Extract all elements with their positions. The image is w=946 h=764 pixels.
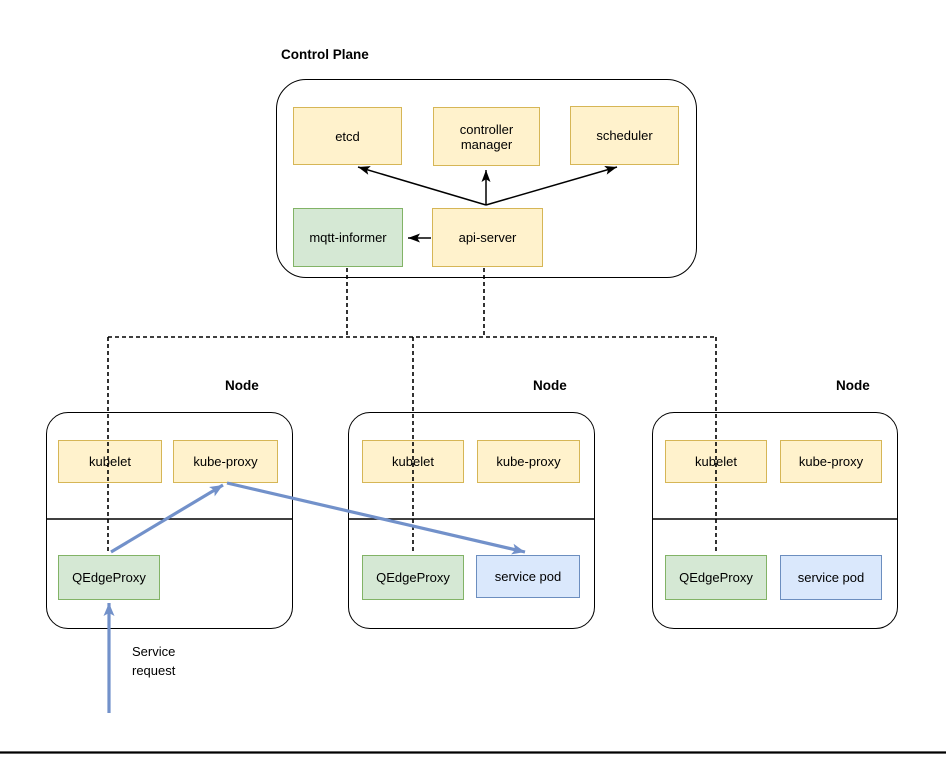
control-plane-title: Control Plane (281, 47, 369, 62)
node-1-kube-proxy-box: kube-proxy (173, 440, 278, 483)
mqtt-informer-box: mqtt-informer (293, 208, 403, 267)
node-2-kube-proxy-box: kube-proxy (477, 440, 580, 483)
node-2-service-pod-box: service pod (476, 555, 580, 598)
node-1-kubelet-box: kubelet (58, 440, 162, 483)
api-server-box: api-server (432, 208, 543, 267)
service-request-label: Service request (132, 644, 176, 678)
etcd-box: etcd (293, 107, 402, 165)
controller-manager-box: controller manager (433, 107, 540, 166)
control-plane-container (276, 79, 697, 278)
node-3-service-pod-box: service pod (780, 555, 882, 600)
node-1-label: Node (225, 378, 259, 393)
node-2-qedgeproxy-box: QEdgeProxy (362, 555, 464, 600)
node-3-kube-proxy-box: kube-proxy (780, 440, 882, 483)
node-3-container (652, 412, 898, 629)
node-2-kubelet-box: kubelet (362, 440, 464, 483)
scheduler-box: scheduler (570, 106, 679, 165)
node-3-kubelet-box: kubelet (665, 440, 767, 483)
node-3-qedgeproxy-box: QEdgeProxy (665, 555, 767, 600)
node-3-label: Node (836, 378, 870, 393)
node-1-qedgeproxy-box: QEdgeProxy (58, 555, 160, 600)
node-2-label: Node (533, 378, 567, 393)
